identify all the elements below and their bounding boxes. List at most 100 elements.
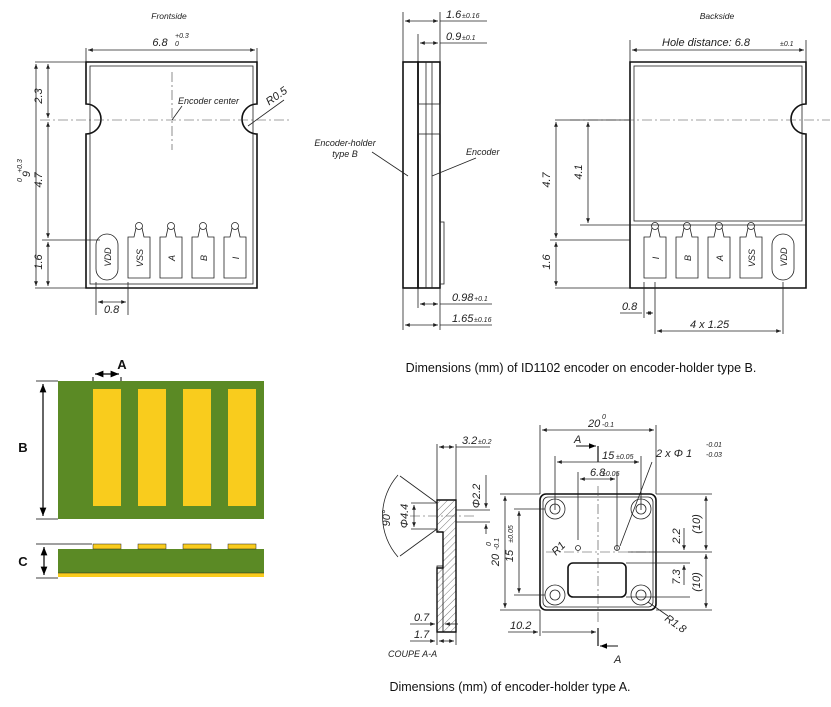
frontside-height-dim: 9 bbox=[21, 171, 33, 177]
frontside-pin-label: I bbox=[231, 256, 241, 259]
pad-contact bbox=[93, 389, 121, 506]
pad-label-c: C bbox=[18, 554, 28, 569]
frontside-dim-mid: 4.7 bbox=[33, 171, 45, 187]
holder-a-dim-10a: (10) bbox=[691, 514, 703, 534]
frontside-width-tol-upper: +0.3 bbox=[175, 33, 189, 40]
caption-holder-b: Dimensions (mm) of ID1102 encoder on enc… bbox=[406, 361, 757, 375]
frontside-dim-pitch: 0.8 bbox=[104, 304, 120, 316]
holder-a-slot bbox=[567, 562, 627, 598]
holder-a-dim-20h-tol-upper: 0 bbox=[486, 542, 493, 546]
holder-a-holes-tol-upper: -0.01 bbox=[706, 442, 722, 449]
frontside-pin-vdd: VDD bbox=[95, 233, 119, 281]
holder-a-dim-73: 7.3 bbox=[671, 568, 683, 584]
side-holder-body bbox=[402, 61, 419, 289]
backside-view: Backside Hole distance: 6.8 ±0.1 4.7 4.1… bbox=[541, 11, 830, 334]
frontside-pin-label: A bbox=[167, 255, 177, 262]
holder-a-front-view: A 20 0 -0.1 15 ±0.05 6.8 ±0.05 2 x Φ 1 -… bbox=[486, 414, 722, 666]
holder-a-section-marker-top: A bbox=[573, 434, 581, 446]
holder-a-dim-10b: (10) bbox=[691, 572, 703, 592]
holder-a-pin-hole bbox=[575, 545, 581, 551]
holder-a-dim-22: 2.2 bbox=[671, 528, 683, 544]
holder-a-dim-20w-tol-lower: -0.1 bbox=[602, 422, 614, 429]
frontside-pin-b: B bbox=[191, 222, 215, 279]
holder-a-angle: 90° bbox=[381, 509, 393, 526]
side-dim-bottom-b: 1.65 bbox=[452, 313, 474, 325]
backside-pin-vss: VSS bbox=[739, 222, 763, 279]
holder-a-r1: R1 bbox=[550, 540, 568, 558]
backside-dim-pad: 1.6 bbox=[541, 253, 553, 269]
backside-pin-i: I bbox=[643, 222, 667, 279]
frontside-pin-label: VSS bbox=[135, 249, 145, 267]
holder-a-dim-15h: 15 bbox=[504, 549, 516, 562]
holder-a-dim-phi22: Φ2.2 bbox=[471, 484, 483, 509]
holder-a-dim-68: 6.8 bbox=[590, 467, 606, 479]
backside-pin-label: VSS bbox=[747, 249, 757, 267]
backside-title: Backside bbox=[700, 11, 735, 21]
frontside-view: Frontside 6.8 +0.3 0 Encoder center R0.5… bbox=[17, 11, 290, 316]
frontside-pin-vss: VSS bbox=[127, 222, 151, 279]
pad-contact bbox=[138, 389, 166, 506]
side-encoder-body bbox=[417, 61, 441, 289]
holder-a-dim-68-tol: ±0.05 bbox=[602, 471, 620, 478]
pad-label-a: A bbox=[117, 357, 127, 372]
pad-layout-diagram: A B C bbox=[18, 357, 264, 579]
holder-a-dim-102: 10.2 bbox=[510, 620, 531, 632]
frontside-pin-i: I bbox=[223, 222, 247, 279]
holder-a-corner-hole bbox=[630, 498, 652, 520]
holder-a-dim-20h-tol-lower: -0.1 bbox=[494, 538, 501, 550]
backside-pin-b: B bbox=[675, 222, 699, 279]
frontside-pin-label: B bbox=[199, 255, 209, 261]
pad-board-profile bbox=[58, 549, 264, 573]
backside-pin-label: VDD bbox=[779, 247, 789, 267]
backside-hole-distance: Hole distance: 6.8 bbox=[662, 37, 751, 49]
pad-contact bbox=[183, 389, 211, 506]
holder-a-dim-17: 1.7 bbox=[414, 629, 430, 641]
frontside-height-tol-lower: 0 bbox=[17, 178, 24, 182]
holder-a-dim-15h-tol: ±0.05 bbox=[508, 525, 515, 543]
frontside-title: Frontside bbox=[151, 11, 187, 21]
holder-a-dim-32: 3.2 bbox=[462, 435, 477, 447]
backside-dim-b: 4.1 bbox=[573, 164, 585, 179]
backside-hole-distance-tol: ±0.1 bbox=[780, 41, 794, 48]
frontside-width-dim: 6.8 bbox=[152, 37, 168, 49]
backside-pin-vdd: VDD bbox=[771, 233, 795, 281]
side-dim-bottom-a: 0.98 bbox=[452, 292, 474, 304]
backside-pin-a: A bbox=[707, 222, 731, 279]
backside-dim-pitch: 0.8 bbox=[622, 301, 638, 313]
caption-holder-a: Dimensions (mm) of encoder-holder type A… bbox=[389, 680, 630, 694]
side-dim-holder: 0.9 bbox=[446, 31, 461, 43]
side-holder-label-line2: type B bbox=[332, 149, 358, 159]
frontside-pin-label: VDD bbox=[103, 247, 113, 267]
side-dim-bottom-a-tol: +0.1 bbox=[474, 296, 488, 303]
holder-a-dim-20w: 20 bbox=[587, 418, 601, 430]
frontside-height-tol-upper: +0.3 bbox=[17, 159, 24, 173]
holder-a-dim-phi44: Φ4.4 bbox=[399, 504, 411, 529]
holder-a-holes: 2 x Φ 1 bbox=[655, 448, 692, 460]
frontside-encoder-center-label: Encoder center bbox=[178, 96, 240, 106]
holder-a-dim-15w: 15 bbox=[602, 450, 615, 462]
frontside-dim-top: 2.3 bbox=[33, 87, 45, 104]
side-encoder-label: Encoder bbox=[466, 147, 501, 157]
holder-a-coupe-label: COUPE A-A bbox=[388, 649, 437, 659]
pad-label-b: B bbox=[18, 440, 27, 455]
backside-pin-label: I bbox=[651, 256, 661, 259]
frontside-body bbox=[85, 61, 258, 289]
holder-a-dim-32-tol: ±0.2 bbox=[478, 439, 492, 446]
holder-a-pin-hole bbox=[614, 545, 620, 551]
holder-a-corner-hole bbox=[630, 584, 652, 606]
pad-contact bbox=[228, 389, 256, 506]
holder-a-section-view: 3.2 ±0.2 Φ2.2 Φ4.4 90° 0.7 1.7 COUPE A-A bbox=[381, 435, 492, 659]
holder-a-dim-20h: 20 bbox=[490, 553, 502, 567]
holder-a-section-marker-bottom: A bbox=[613, 654, 621, 666]
frontside-width-tol-lower: 0 bbox=[175, 41, 179, 48]
frontside-pin-a: A bbox=[159, 222, 183, 279]
frontside-dim-pad: 1.6 bbox=[33, 253, 45, 269]
backside-pin-label: B bbox=[683, 255, 693, 261]
holder-a-r18: R1.8 bbox=[662, 613, 689, 637]
side-view: 1.6 ±0.16 0.9 ±0.1 Encoder-holder type B… bbox=[314, 9, 501, 330]
side-dim-total: 1.6 bbox=[446, 9, 462, 21]
backside-dim-a: 4.7 bbox=[541, 171, 553, 187]
holder-a-dim-07: 0.7 bbox=[414, 612, 430, 624]
holder-a-holes-tol-lower: -0.03 bbox=[706, 452, 722, 459]
